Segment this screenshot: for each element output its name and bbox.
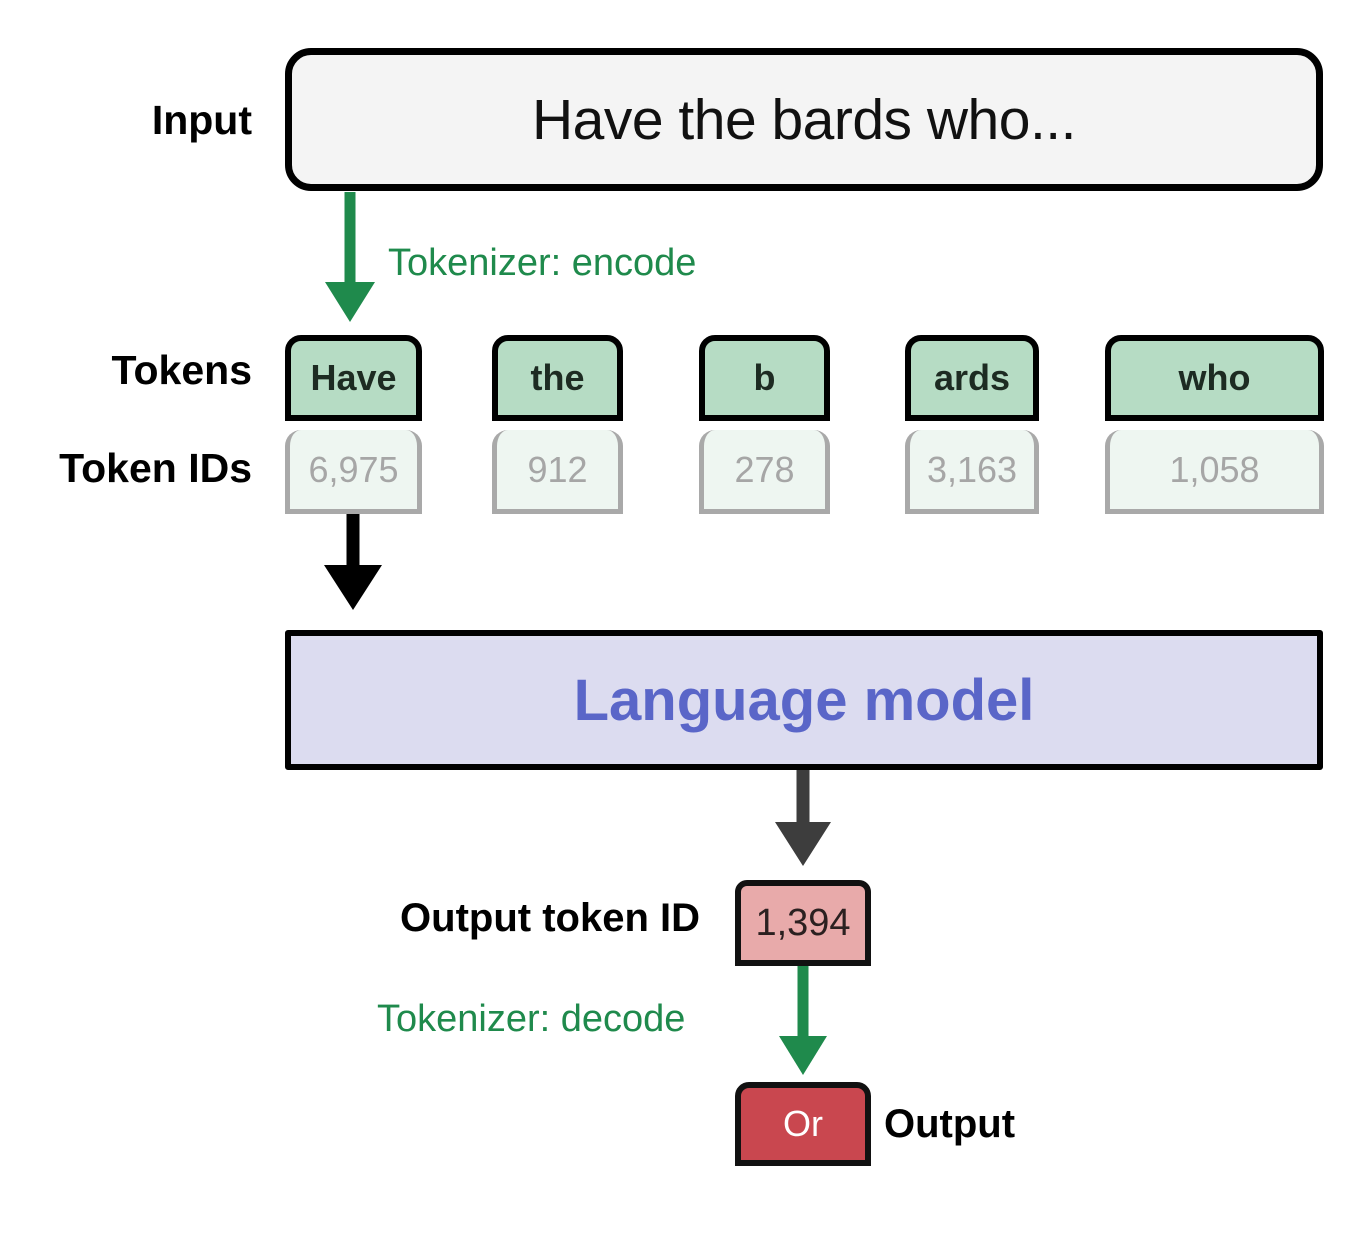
model-to-output-arrow-icon [775,770,831,866]
token-ids-row-label: Token IDs [59,445,252,491]
token-id-box[interactable]: 3,163 [905,430,1039,514]
output-row-label: Output [884,1102,1016,1146]
encode-annotation-label: Tokenizer: encode [388,242,697,284]
output-token-box[interactable]: Or [735,1082,871,1166]
token-ids-to-model-arrow-icon [324,513,382,610]
token-text: ards [933,357,1011,398]
token-text: b [753,357,776,398]
input-row-label: Input [151,97,252,143]
output-token-id-label: Output token ID [400,896,700,940]
token-id-text: 6,975 [308,448,399,490]
decode-annotation-label: Tokenizer: decode [377,998,686,1040]
token-column: who 1,058 [1105,335,1324,514]
language-model-label: Language model [573,667,1035,733]
token-column: b 278 [699,335,830,514]
output-token-text: Or [783,1103,823,1144]
token-box[interactable]: b [699,335,830,421]
language-model-box[interactable]: Language model [285,630,1323,770]
token-id-box[interactable]: 1,058 [1105,430,1324,514]
token-text: Have [310,357,397,398]
token-id-text: 278 [734,448,795,490]
token-box[interactable]: ards [905,335,1039,421]
token-box[interactable]: who [1105,335,1324,421]
token-column: ards 3,163 [905,335,1039,514]
output-token-id-value: 1,394 [755,901,851,944]
token-id-text: 912 [527,448,588,490]
input-box[interactable]: Have the bards who... [285,48,1323,191]
token-id-text: 3,163 [926,448,1018,490]
token-id-text: 1,058 [1169,448,1260,490]
encode-arrow-icon [325,192,375,322]
token-text: the [530,357,585,398]
token-id-box[interactable]: 278 [699,430,830,514]
token-box[interactable]: Have [285,335,422,421]
output-token-id-box[interactable]: 1,394 [735,880,871,966]
token-column: the 912 [492,335,623,514]
decode-arrow-icon [779,966,827,1075]
token-column: Have 6,975 [285,335,422,514]
tokens-row-label: Tokens [111,347,253,393]
token-id-box[interactable]: 912 [492,430,623,514]
input-text: Have the bards who... [532,87,1076,152]
token-text: who [1178,357,1251,398]
token-id-box[interactable]: 6,975 [285,430,422,514]
token-box[interactable]: the [492,335,623,421]
